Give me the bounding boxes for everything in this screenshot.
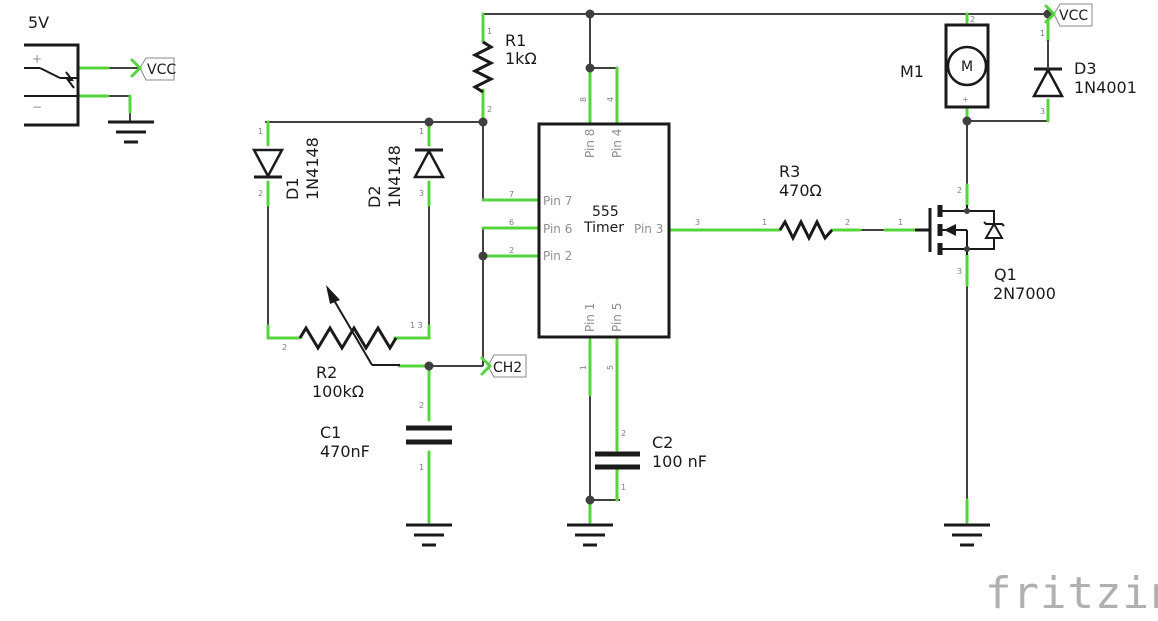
- ch2-label: CH2: [493, 360, 522, 376]
- timer-555[interactable]: 555 Timer Pin 8 Pin 4 8 4 Pin 7 Pin 6 Pi…: [509, 97, 700, 370]
- pin1-label: Pin 1: [583, 303, 597, 332]
- pin-stubs: [76, 12, 1050, 524]
- pin3-num: 3: [695, 218, 700, 227]
- junction-dot: [478, 117, 488, 127]
- r3-value: 470Ω: [779, 181, 822, 200]
- mosfet-q1[interactable]: 1 2 3 Q1 2N7000: [898, 186, 1056, 303]
- pin6-label: Pin 6: [543, 222, 572, 236]
- r2-value: 100kΩ: [312, 382, 364, 401]
- pin6-num: 6: [509, 218, 514, 227]
- r3-pin-1: 1: [762, 218, 767, 227]
- timer-subtitle: Timer: [583, 220, 624, 236]
- r2-pin-1-3: 1 3: [410, 321, 423, 330]
- m1-pin-2: 2: [970, 15, 975, 24]
- pin4-label: Pin 4: [610, 129, 624, 158]
- pin1-num: 1: [579, 365, 588, 370]
- r1-pin-2: 2: [487, 105, 492, 114]
- vcc-label: VCC: [1059, 8, 1088, 24]
- ground-symbol: [108, 120, 154, 144]
- diode-d2[interactable]: 1 3 D2 1N4148: [365, 127, 446, 209]
- net-label-ch2[interactable]: CH2: [480, 354, 527, 378]
- junction-dot: [478, 251, 488, 261]
- r2-ref: R2: [316, 363, 337, 382]
- c2-value: 100 nF: [652, 452, 707, 471]
- ground-symbol: [944, 523, 990, 547]
- d1-ref: D1: [283, 178, 302, 201]
- r1-pin-1: 1: [487, 27, 492, 36]
- ground-symbol: [406, 523, 452, 547]
- r2-pin-2: 2: [282, 343, 287, 352]
- c2-ref: C2: [652, 433, 673, 452]
- d2-value: 1N4148: [385, 145, 404, 208]
- motor-symbol: M: [961, 59, 973, 75]
- timer-title: 555: [592, 204, 619, 220]
- pin3-label: Pin 3: [634, 222, 663, 236]
- r3-pin-2: 2: [845, 218, 850, 227]
- c2-pin-1: 1: [621, 483, 626, 492]
- power-supply-label: 5V: [28, 13, 49, 32]
- junction-dot: [585, 63, 595, 73]
- q1-ref: Q1: [994, 265, 1017, 284]
- d1-pin-1: 1: [258, 127, 263, 136]
- pin8-label: Pin 8: [583, 129, 597, 158]
- capacitor-c2[interactable]: 2 1 C2 100 nF: [595, 429, 707, 492]
- pin5-num: 5: [606, 365, 615, 370]
- pin4-num: 4: [606, 97, 615, 102]
- capacitor-c1[interactable]: 2 1 C1 470nF: [320, 401, 452, 472]
- net-label-vcc-right[interactable]: VCC: [1044, 3, 1093, 27]
- q1-pin-source: 3: [957, 267, 962, 276]
- ground-symbol: [567, 523, 613, 547]
- pin7-num: 7: [509, 190, 514, 199]
- junction-dot: [962, 116, 972, 126]
- q1-pin-gate: 1: [898, 218, 903, 227]
- d3-ref: D3: [1074, 59, 1097, 78]
- q1-value: 2N7000: [993, 284, 1056, 303]
- pin8-num: 8: [579, 97, 588, 102]
- potentiometer-r2[interactable]: 2 1 3 R2 100kΩ: [282, 285, 423, 401]
- d2-pin-1: 1: [419, 127, 424, 136]
- r1-value: 1kΩ: [505, 49, 537, 68]
- m1-pin-plus: +: [962, 95, 969, 104]
- power-supply-5v[interactable]: 5V + −: [24, 13, 80, 127]
- d3-pin-1: 1: [1040, 29, 1045, 38]
- d3-value: 1N4001: [1074, 78, 1137, 97]
- minus-sign: −: [32, 100, 42, 114]
- d1-pin-2: 2: [258, 189, 263, 198]
- pin2-num: 2: [509, 246, 514, 255]
- q1-pin-drain: 2: [957, 186, 962, 195]
- diode-d3[interactable]: 1 3 D3 1N4001: [1031, 29, 1137, 116]
- net-label-vcc-left[interactable]: VCC: [130, 57, 176, 81]
- fritzing-watermark: fritzing: [985, 568, 1158, 619]
- junction-dot: [585, 495, 595, 505]
- resistor-r3[interactable]: 1 2 R3 470Ω: [762, 162, 850, 242]
- m1-ref: M1: [900, 62, 924, 81]
- pin2-label: Pin 2: [543, 249, 572, 263]
- junction-dot: [424, 361, 434, 371]
- c1-value: 470nF: [320, 442, 370, 461]
- d2-ref: D2: [365, 186, 384, 209]
- d1-value: 1N4148: [303, 137, 322, 200]
- r3-ref: R3: [779, 162, 800, 181]
- c2-pin-2: 2: [621, 429, 626, 438]
- d3-pin-3: 3: [1040, 107, 1045, 116]
- diode-d1[interactable]: 1 2 D1 1N4148: [251, 127, 322, 201]
- c1-pin-1: 1: [419, 463, 424, 472]
- plus-sign: +: [32, 52, 42, 66]
- vcc-label: VCC: [147, 62, 176, 78]
- junction-dot: [585, 9, 595, 19]
- pin5-label: Pin 5: [610, 303, 624, 332]
- c1-pin-2: 2: [419, 401, 424, 410]
- c1-ref: C1: [320, 423, 341, 442]
- pin7-label: Pin 7: [543, 194, 572, 208]
- r1-ref: R1: [505, 31, 526, 50]
- junction-dot: [424, 117, 434, 127]
- motor-m1[interactable]: M 2 + M1: [900, 15, 990, 109]
- resistor-r1[interactable]: 1 2 R1 1kΩ: [471, 27, 537, 114]
- d2-pin-3: 3: [419, 189, 424, 198]
